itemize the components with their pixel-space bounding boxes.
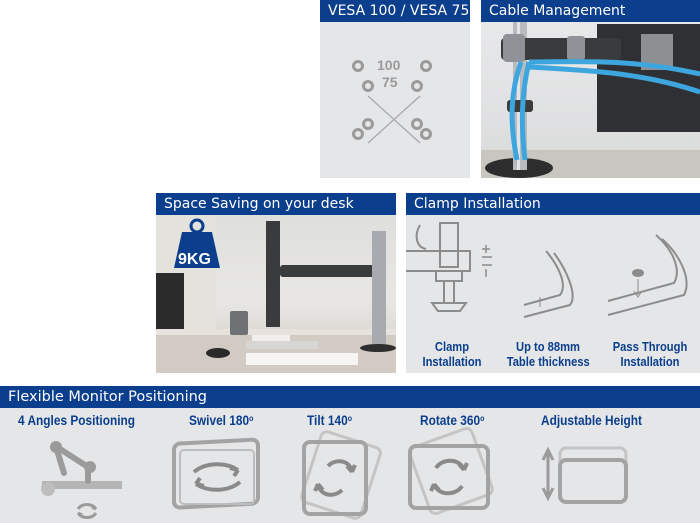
flex-header: Flexible Monitor Positioning: [0, 386, 700, 408]
space-header: Space Saving on your desk: [156, 193, 396, 215]
rotate-label: Rotate 360o: [420, 413, 485, 428]
vesa-pattern-icon: [352, 60, 432, 144]
desk-photo: [156, 193, 396, 373]
cable-header: Cable Management: [481, 0, 700, 22]
cable-photo: [481, 18, 700, 178]
tilt-label: Tilt 140o: [307, 413, 353, 428]
weight-label: 9KG: [178, 251, 211, 268]
table-thickness-icon: [523, 250, 574, 318]
pass-through-icon: [607, 234, 688, 316]
vesa-75-label: 75: [382, 74, 398, 90]
rotate-icon: [408, 427, 494, 515]
clamp-header: Clamp Installation: [406, 193, 700, 215]
angles-label: 4 Angles Positioning: [18, 413, 136, 428]
vesa-100-label: 100: [377, 57, 401, 73]
height-label: Adjustable Height: [541, 413, 642, 428]
vesa-header: VESA 100 / VESA 75: [320, 0, 470, 22]
tilt-icon: [300, 430, 382, 520]
space-panel: 9KG Space Saving on your desk: [156, 193, 396, 373]
four-angles-icon: [41, 441, 122, 519]
adjustable-height-icon: [541, 446, 628, 504]
swivel-icon: [172, 437, 260, 510]
vesa-panel: VESA 100 / VESA 75 100 75: [320, 0, 470, 178]
weight-icon: [174, 218, 220, 268]
swivel-label: Swivel 180o: [189, 413, 254, 428]
cable-panel: Cable Management: [481, 0, 700, 178]
clamp-icon: [406, 222, 492, 312]
